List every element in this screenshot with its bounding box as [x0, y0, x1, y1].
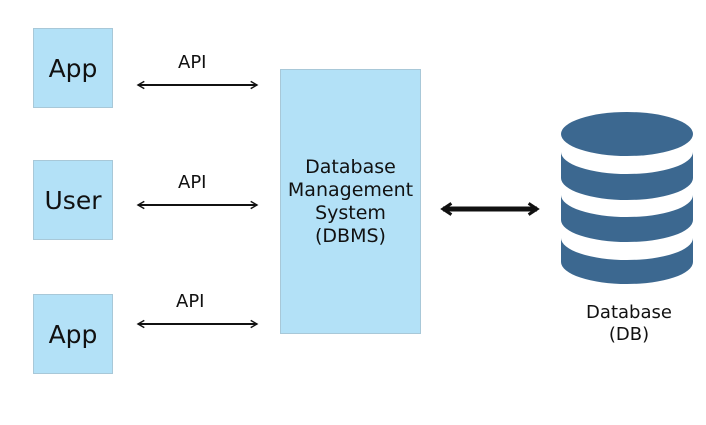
dbms-label-line: (DBMS): [315, 224, 386, 247]
api-label-bottom: API: [176, 291, 205, 312]
client-label: User: [44, 185, 102, 215]
client-box-user: User: [33, 160, 113, 240]
client-box-app-bottom: App: [33, 294, 113, 374]
client-box-app-top: App: [33, 28, 113, 108]
dbms-label-line: System: [315, 201, 386, 224]
database-label: Database (DB): [562, 302, 696, 346]
client-label: App: [48, 53, 98, 83]
database-label-line: Database: [586, 302, 672, 323]
dbms-box: Database Management System (DBMS): [280, 69, 421, 334]
api-label-middle: API: [178, 172, 207, 193]
api-label-top: API: [178, 52, 207, 73]
client-label: App: [48, 319, 98, 349]
dbms-label-line: Database: [305, 155, 396, 178]
dbms-label-line: Management: [287, 178, 414, 201]
database-label-line: (DB): [608, 324, 650, 345]
database-icon: [561, 112, 693, 284]
dbms-label: Database Management System (DBMS): [288, 156, 413, 248]
